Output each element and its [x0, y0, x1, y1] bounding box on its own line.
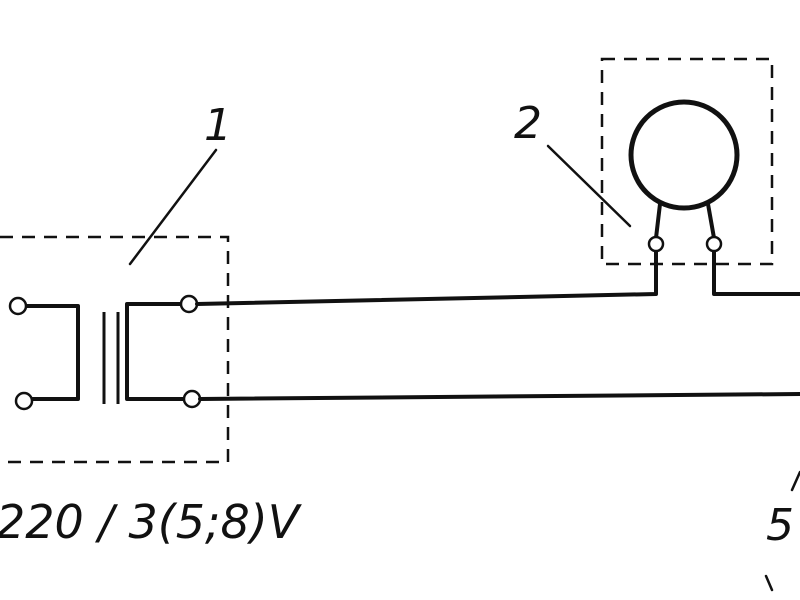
bell-unit: [600, 57, 774, 266]
bell-symbol: [628, 99, 740, 211]
primary-winding: [16, 304, 80, 401]
bell-terminal-left: [647, 235, 665, 253]
transformer-enclosure: [0, 235, 230, 464]
conductor-top: [195, 248, 658, 306]
leader-line-2: [546, 144, 632, 228]
bell-terminal-right: [705, 235, 723, 253]
primary-terminal-bottom: [14, 391, 34, 411]
bell-number-label: 2: [514, 98, 542, 149]
secondary-winding: [125, 302, 191, 401]
transformer-unit: [0, 235, 230, 464]
conductor-top-continuation: [712, 248, 800, 296]
bell-enclosure: [600, 57, 774, 266]
secondary-terminal-bottom: [182, 389, 202, 409]
voltage-label: 220 / 3(5;8)V: [0, 495, 303, 549]
bell-lead-left: [654, 202, 662, 240]
leader-line-1: [128, 148, 218, 266]
secondary-terminal-top: [179, 294, 199, 314]
primary-terminal-top: [8, 296, 28, 316]
conductor-bottom: [198, 392, 800, 401]
transformer-number-label: 1: [204, 100, 232, 151]
leader-tick-5: [764, 574, 774, 592]
bell-lead-right: [706, 202, 716, 240]
leader-line-5: [790, 470, 800, 492]
right-number-label: 5: [766, 500, 794, 551]
